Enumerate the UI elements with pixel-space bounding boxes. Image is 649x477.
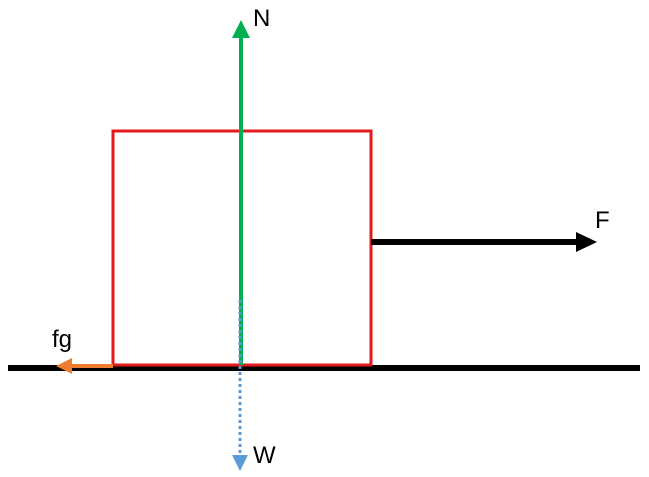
applied-force-arrow — [371, 232, 597, 252]
friction-force-arrowhead — [56, 358, 72, 374]
weight-force-label: W — [253, 442, 276, 469]
friction-force-arrow — [56, 358, 113, 374]
normal-force-arrowhead — [232, 20, 250, 38]
normal-force-label: N — [253, 5, 270, 32]
friction-force-label: fg — [52, 326, 72, 353]
applied-force-arrowhead — [576, 232, 597, 252]
weight-force-arrow — [232, 300, 248, 471]
normal-force-arrow — [232, 20, 250, 365]
applied-force-label: F — [595, 207, 610, 234]
weight-force-arrowhead — [232, 455, 248, 471]
